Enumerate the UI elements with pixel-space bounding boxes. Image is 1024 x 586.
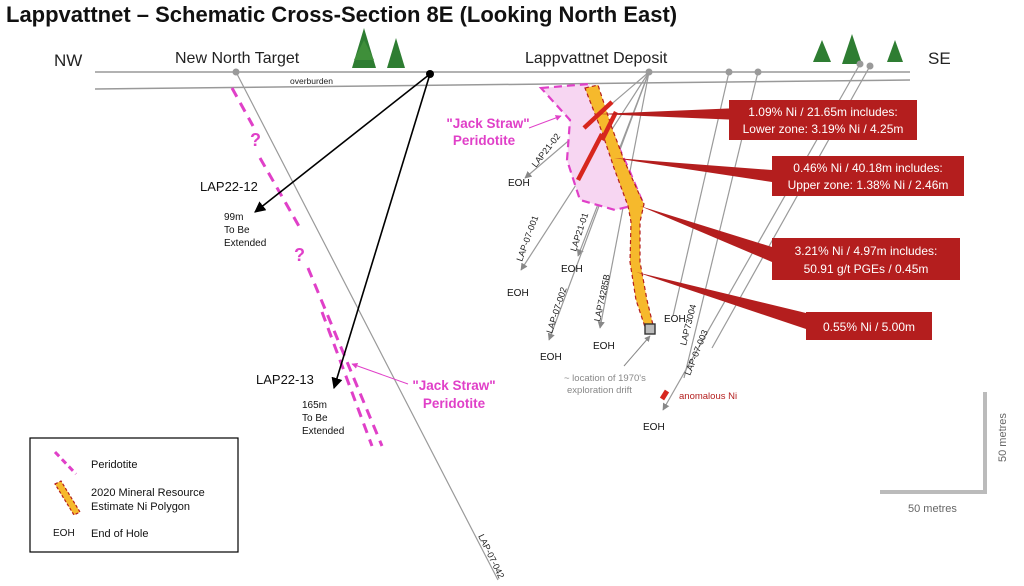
drift-note-line2: exploration drift xyxy=(567,385,632,396)
callout-pointers xyxy=(598,108,806,329)
direction-se: SE xyxy=(928,49,951,68)
note-lap22-12-l3: Extended xyxy=(224,238,266,249)
callout-4-line1: 0.55% Ni / 5.00m xyxy=(823,320,915,334)
eoh-4: EOH xyxy=(540,352,562,363)
page-title: Lappvattnet – Schematic Cross-Section 8E… xyxy=(6,2,678,27)
eoh-1: EOH xyxy=(508,178,530,189)
overburden-label: overburden xyxy=(290,76,333,86)
label-lap22-13: LAP22-13 xyxy=(256,372,314,387)
jack-straw-label-right: "Jack Straw" Peridotite xyxy=(446,115,562,148)
callout-3-line1: 3.21% Ni / 4.97m includes: xyxy=(795,244,938,258)
drift-location-marker xyxy=(644,323,656,335)
collar-point xyxy=(232,68,240,76)
tree-icon xyxy=(387,38,405,68)
callout-1-line1: 1.09% Ni / 21.65m includes: xyxy=(748,105,897,119)
callout-3: 3.21% Ni / 4.97m includes: 50.91 g/t PGE… xyxy=(772,238,960,280)
hole-lap-07-042 xyxy=(235,71,499,581)
jack-straw-left-line1: "Jack Straw" xyxy=(412,378,495,393)
scale-vertical-label: 50 metres xyxy=(997,413,1009,462)
legend-peridotite-swatch xyxy=(53,450,78,476)
legend-eoh-key: EOH xyxy=(53,528,75,539)
legend-peridotite-label: Peridotite xyxy=(91,459,137,471)
hole-lap73004 xyxy=(672,71,730,317)
new-north-target-label: New North Target xyxy=(175,50,300,67)
hole-lap22-12 xyxy=(254,73,431,213)
question-mark-1: ? xyxy=(250,130,261,150)
label-lap22-12: LAP22-12 xyxy=(200,179,258,194)
question-mark-2: ? xyxy=(294,245,305,265)
collar-point xyxy=(856,60,864,68)
tree-icon xyxy=(887,40,903,62)
eoh-5: EOH xyxy=(593,341,615,352)
legend-eoh-label: End of Hole xyxy=(91,528,148,540)
legend: Peridotite 2020 Mineral Resource Estimat… xyxy=(29,437,239,553)
anomalous-ni-label: anomalous Ni xyxy=(679,391,737,402)
peridotite-dashes-left: ? ? xyxy=(230,87,384,447)
label-lap74285b: LAP74285B xyxy=(592,273,612,322)
note-lap22-13-l2: To Be xyxy=(302,413,328,424)
jack-straw-right-line2: Peridotite xyxy=(453,133,516,148)
callout-1: 1.09% Ni / 21.65m includes: Lower zone: … xyxy=(729,100,917,140)
exploration-drift-pointer xyxy=(623,335,651,367)
eoh-2: EOH xyxy=(507,288,529,299)
label-lap-07-001: LAP-07-001 xyxy=(514,214,540,263)
scale-horizontal-label: 50 metres xyxy=(908,503,957,515)
tree-icon xyxy=(842,34,862,64)
drift-note-line1: ~ location of 1970's xyxy=(564,373,646,384)
scale-bar: 50 metres 50 metres xyxy=(880,392,1009,515)
tree-icon xyxy=(813,40,831,62)
legend-resource-line1: 2020 Mineral Resource xyxy=(91,487,205,499)
jack-straw-right-line1: "Jack Straw" xyxy=(446,116,529,131)
label-lap-07-042: LAP-07-042 xyxy=(476,532,506,580)
ground-surface xyxy=(94,71,911,90)
eoh-3: EOH xyxy=(561,264,583,275)
anomalous-ni-intercept xyxy=(659,389,670,401)
planned-holes xyxy=(254,70,434,390)
callout-1-line2: Lower zone: 3.19% Ni / 4.25m xyxy=(743,122,904,136)
note-lap22-13-l1: 165m xyxy=(302,400,327,411)
note-lap22-12-l1: 99m xyxy=(224,212,243,223)
callout-2-line1: 0.46% Ni / 40.18m includes: xyxy=(793,161,942,175)
hole-lap22-13 xyxy=(331,73,431,390)
callout-2-line2: Upper zone: 1.38% Ni / 2.46m xyxy=(788,178,949,192)
tree-icon xyxy=(352,28,376,68)
label-lap-07-002: LAP-07-002 xyxy=(544,286,568,335)
note-lap22-13-l3: Extended xyxy=(302,426,344,437)
eoh-6: EOH xyxy=(664,314,686,325)
peridotite-body xyxy=(538,82,645,212)
direction-nw: NW xyxy=(54,51,82,70)
callout-4: 0.55% Ni / 5.00m xyxy=(806,312,932,340)
eoh-7: EOH xyxy=(643,422,665,433)
callout-3-line2: 50.91 g/t PGEs / 0.45m xyxy=(804,262,929,276)
ni-intercepts xyxy=(576,100,670,401)
callout-2: 0.46% Ni / 40.18m includes: Upper zone: … xyxy=(772,156,964,196)
legend-resource-line2: Estimate Ni Polygon xyxy=(91,501,190,513)
lappvattnet-deposit-label: Lappvattnet Deposit xyxy=(525,50,668,67)
note-lap22-12-l2: To Be xyxy=(224,225,250,236)
jack-straw-label-left: "Jack Straw" Peridotite xyxy=(351,362,496,411)
mineral-resource-polygon xyxy=(584,84,656,335)
legend-resource-swatch xyxy=(54,480,81,516)
jack-straw-left-line2: Peridotite xyxy=(423,396,486,411)
